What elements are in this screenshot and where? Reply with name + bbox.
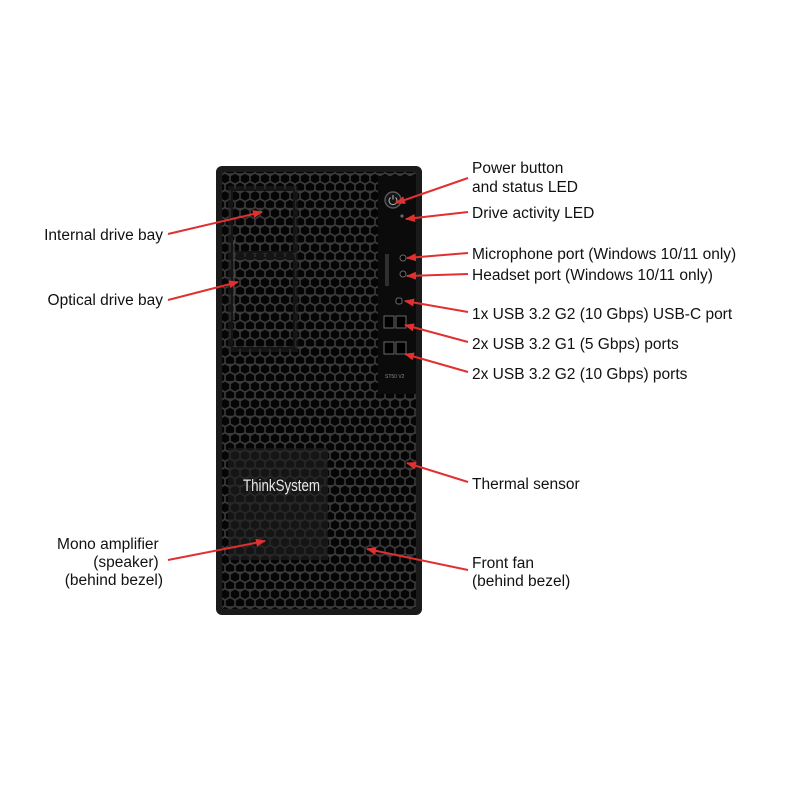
internal-drive-bay xyxy=(231,189,295,253)
arrow-mono-amplifier xyxy=(167,538,266,561)
arrow-usb-g2-ports xyxy=(404,352,469,373)
front-io-panel: ST50 V2 xyxy=(378,176,416,394)
power-button[interactable] xyxy=(384,191,402,209)
label-mono-amplifier: Mono amplifier (speaker) (behind bezel) xyxy=(57,536,163,589)
drive-bays xyxy=(228,186,298,352)
usb-g1-port-1[interactable] xyxy=(383,315,395,329)
arrow-thermal-sensor xyxy=(406,461,469,483)
headset-port[interactable] xyxy=(399,270,407,278)
label-microphone-port: Microphone port (Windows 10/11 only) xyxy=(472,246,736,263)
usb-g1-port-2[interactable] xyxy=(395,315,407,329)
brand-panel xyxy=(228,448,328,560)
label-thermal-sensor: Thermal sensor xyxy=(472,476,580,493)
optical-drive-bay xyxy=(231,257,295,349)
arrow-optical-drive-bay xyxy=(167,280,239,301)
arrow-usb-g1-ports xyxy=(404,323,469,343)
label-usb-g2-ports: 2x USB 3.2 G2 (10 Gbps) ports xyxy=(472,366,688,383)
server-chassis: ST50 V2 ThinkSystem xyxy=(216,166,422,615)
arrow-drive-activity-led xyxy=(405,211,469,222)
arrow-front-fan xyxy=(366,546,469,571)
arrow-power-button xyxy=(395,177,469,204)
label-usb-c-port: 1x USB 3.2 G2 (10 Gbps) USB-C port xyxy=(472,306,733,323)
label-headset-port: Headset port (Windows 10/11 only) xyxy=(472,267,713,284)
arrow-internal-drive-bay xyxy=(167,210,263,235)
arrow-usb-c-port xyxy=(404,298,469,313)
model-label: ST50 V2 xyxy=(385,374,405,380)
arrow-headset-port xyxy=(406,271,469,280)
usb-c-port[interactable] xyxy=(395,297,403,305)
label-optical-drive-bay: Optical drive bay xyxy=(48,292,164,309)
brand-logo: ThinkSystem xyxy=(243,476,320,495)
card-slot xyxy=(385,254,389,286)
callout-arrows xyxy=(167,177,469,571)
label-usb-g1-ports: 2x USB 3.2 G1 (5 Gbps) ports xyxy=(472,336,679,353)
label-front-fan: Front fan (behind bezel) xyxy=(472,555,570,590)
label-power-button: Power button and status LED xyxy=(472,160,578,196)
arrow-microphone-port xyxy=(406,252,469,262)
microphone-port[interactable] xyxy=(399,254,407,262)
label-drive-activity-led: Drive activity LED xyxy=(472,205,594,222)
usb-g2-port-2[interactable] xyxy=(395,341,407,355)
drive-activity-led xyxy=(400,214,404,218)
usb-g2-port-1[interactable] xyxy=(383,341,395,355)
label-internal-drive-bay: Internal drive bay xyxy=(44,227,163,244)
